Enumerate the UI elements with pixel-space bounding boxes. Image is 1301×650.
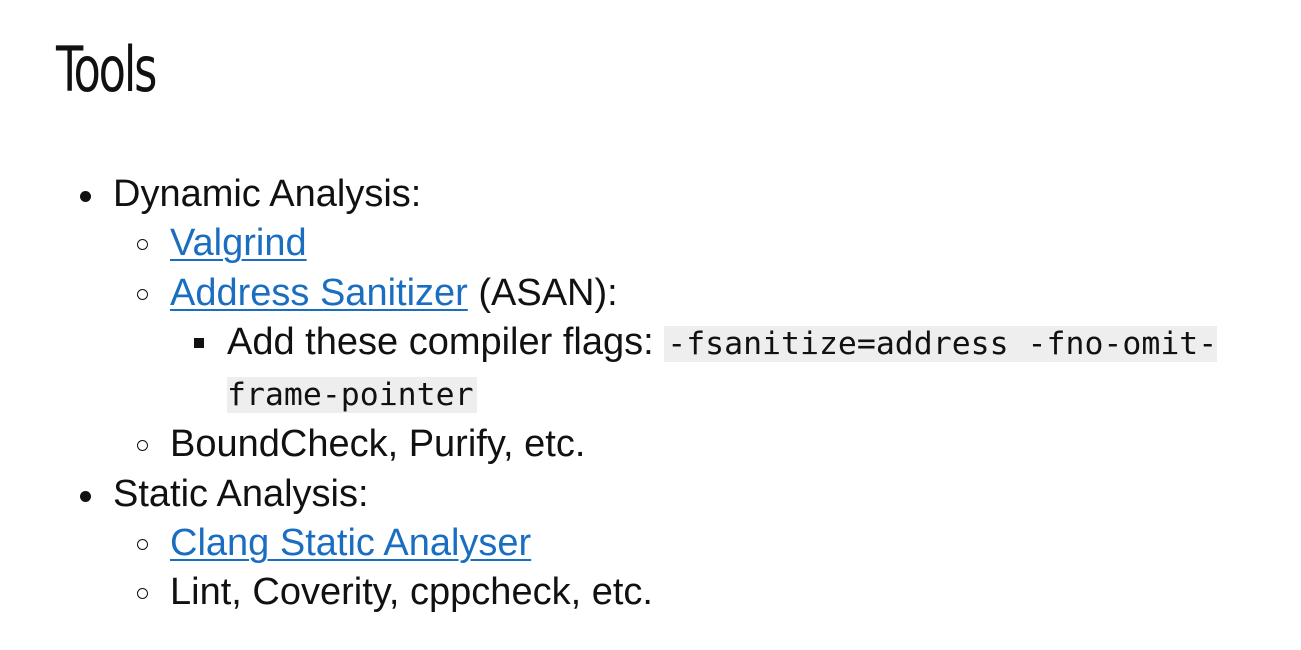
page-title: Tools <box>56 33 157 106</box>
compiler-flags-label: Add these compiler flags: <box>227 320 665 363</box>
list-item-dynamic-analysis: Dynamic Analysis: Valgrind Address Sanit… <box>0 170 1301 470</box>
list-item-address-sanitizer: Address Sanitizer (ASAN): Add these comp… <box>113 269 1301 421</box>
circle-bullet-icon <box>137 539 148 551</box>
lint-text: Lint, Coverity, cppcheck, etc. <box>170 571 653 614</box>
circle-bullet-icon <box>137 288 148 300</box>
circle-bullet-icon <box>137 588 148 600</box>
valgrind-link[interactable]: Valgrind <box>170 222 307 265</box>
asan-suffix: (ASAN): <box>467 271 618 314</box>
list-item-static-analysis: Static Analysis: Clang Static Analyser L… <box>0 470 1301 618</box>
address-sanitizer-sublist: Add these compiler flags: -fsanitize=add… <box>0 318 1301 421</box>
address-sanitizer-link[interactable]: Address Sanitizer <box>170 271 468 314</box>
static-analysis-sublist: Clang Static Analyser Lint, Coverity, cp… <box>0 519 1301 618</box>
section-label: Dynamic Analysis: <box>113 173 422 215</box>
list-item-lint: Lint, Coverity, cppcheck, etc. <box>113 568 1301 617</box>
list-item-compiler-flags: Add these compiler flags: -fsanitize=add… <box>170 318 1301 421</box>
tools-list: Dynamic Analysis: Valgrind Address Sanit… <box>0 170 1301 618</box>
list-item-boundcheck: BoundCheck, Purify, etc. <box>113 420 1301 469</box>
list-item-clang: Clang Static Analyser <box>113 519 1301 568</box>
disc-bullet-icon <box>80 191 91 202</box>
section-label: Static Analysis: <box>113 472 369 515</box>
boundcheck-text: BoundCheck, Purify, etc. <box>170 423 586 466</box>
disc-bullet-icon <box>80 490 91 502</box>
circle-bullet-icon <box>137 440 148 452</box>
list-item-valgrind: Valgrind <box>113 219 1301 268</box>
square-bullet-icon <box>194 337 204 348</box>
slide-content: Dynamic Analysis: Valgrind Address Sanit… <box>0 170 1301 618</box>
circle-bullet-icon <box>137 239 148 251</box>
clang-static-analyser-link[interactable]: Clang Static Analyser <box>170 522 532 565</box>
dynamic-analysis-sublist: Valgrind Address Sanitizer (ASAN): Add t… <box>0 219 1301 469</box>
